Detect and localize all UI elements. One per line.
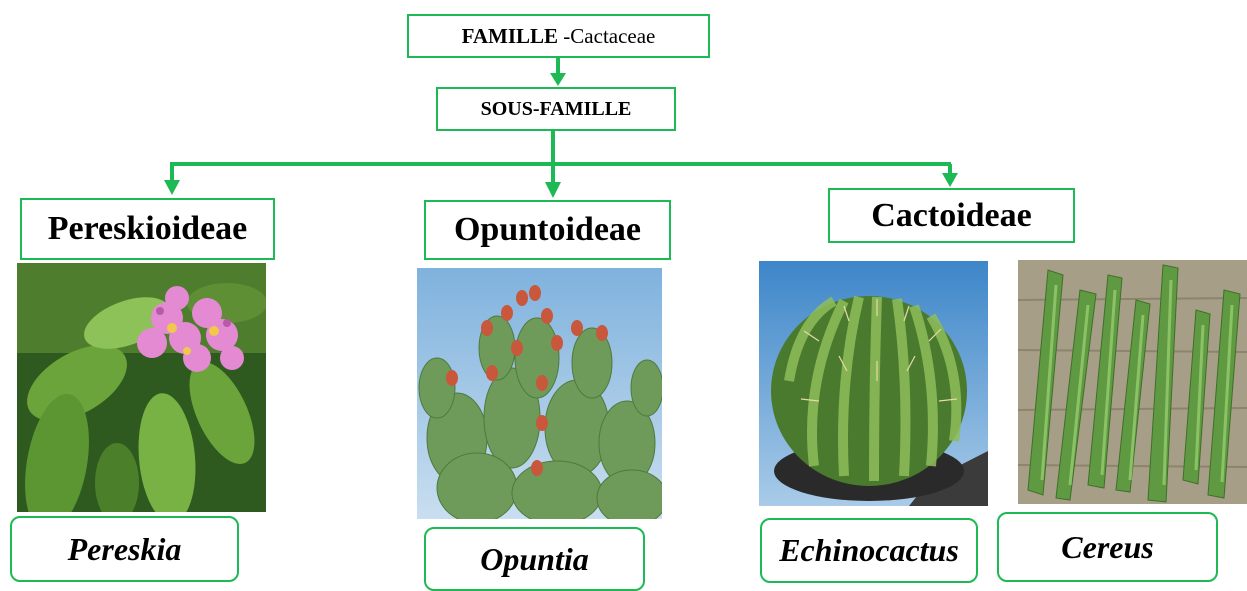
genus-opuntia-box: Opuntia xyxy=(424,527,645,591)
subfamily-cactoideae-box: Cactoideae xyxy=(828,188,1075,243)
subfamily-opuntoideae-box: Opuntoideae xyxy=(424,200,671,260)
opuntia-prickly-pear-photo xyxy=(417,268,662,519)
subfamily-cactoideae-label: Cactoideae xyxy=(871,196,1032,234)
genus-echinocactus-box: Echinocactus xyxy=(760,518,978,583)
genus-opuntia-label: Opuntia xyxy=(480,540,589,577)
pereskia-flower-photo xyxy=(17,263,266,512)
genus-pereskia-box: Pereskia xyxy=(10,516,239,582)
subfamily-opuntoideae-label: Opuntoideae xyxy=(453,211,642,248)
subfamily-pereskioideae-label: Pereskioideae xyxy=(47,210,248,247)
subfamily-header-label: SOUS-FAMILLE xyxy=(480,97,632,120)
genus-echinocactus-label: Echinocactus xyxy=(779,532,959,568)
family-name: -Cactaceae xyxy=(558,23,656,48)
arrowhead-pereskioideae xyxy=(164,180,180,195)
genus-cereus-label: Cereus xyxy=(1061,528,1154,565)
arrowhead-cactoideae xyxy=(942,173,958,187)
subfamily-pereskioideae-box: Pereskioideae xyxy=(20,198,275,260)
family-label: FAMILLE xyxy=(461,23,559,48)
echinocactus-barrel-cactus-photo xyxy=(759,261,988,506)
genus-cereus-box: Cereus xyxy=(997,512,1218,582)
arrowhead-subfamily xyxy=(550,73,566,86)
cereus-columnar-stems-photo xyxy=(1018,260,1247,504)
subfamily-header-box: SOUS-FAMILLE xyxy=(436,87,676,131)
family-box: FAMILLE -Cactaceae xyxy=(407,14,710,58)
arrowhead-opuntoideae xyxy=(545,182,561,198)
genus-pereskia-label: Pereskia xyxy=(67,530,182,567)
